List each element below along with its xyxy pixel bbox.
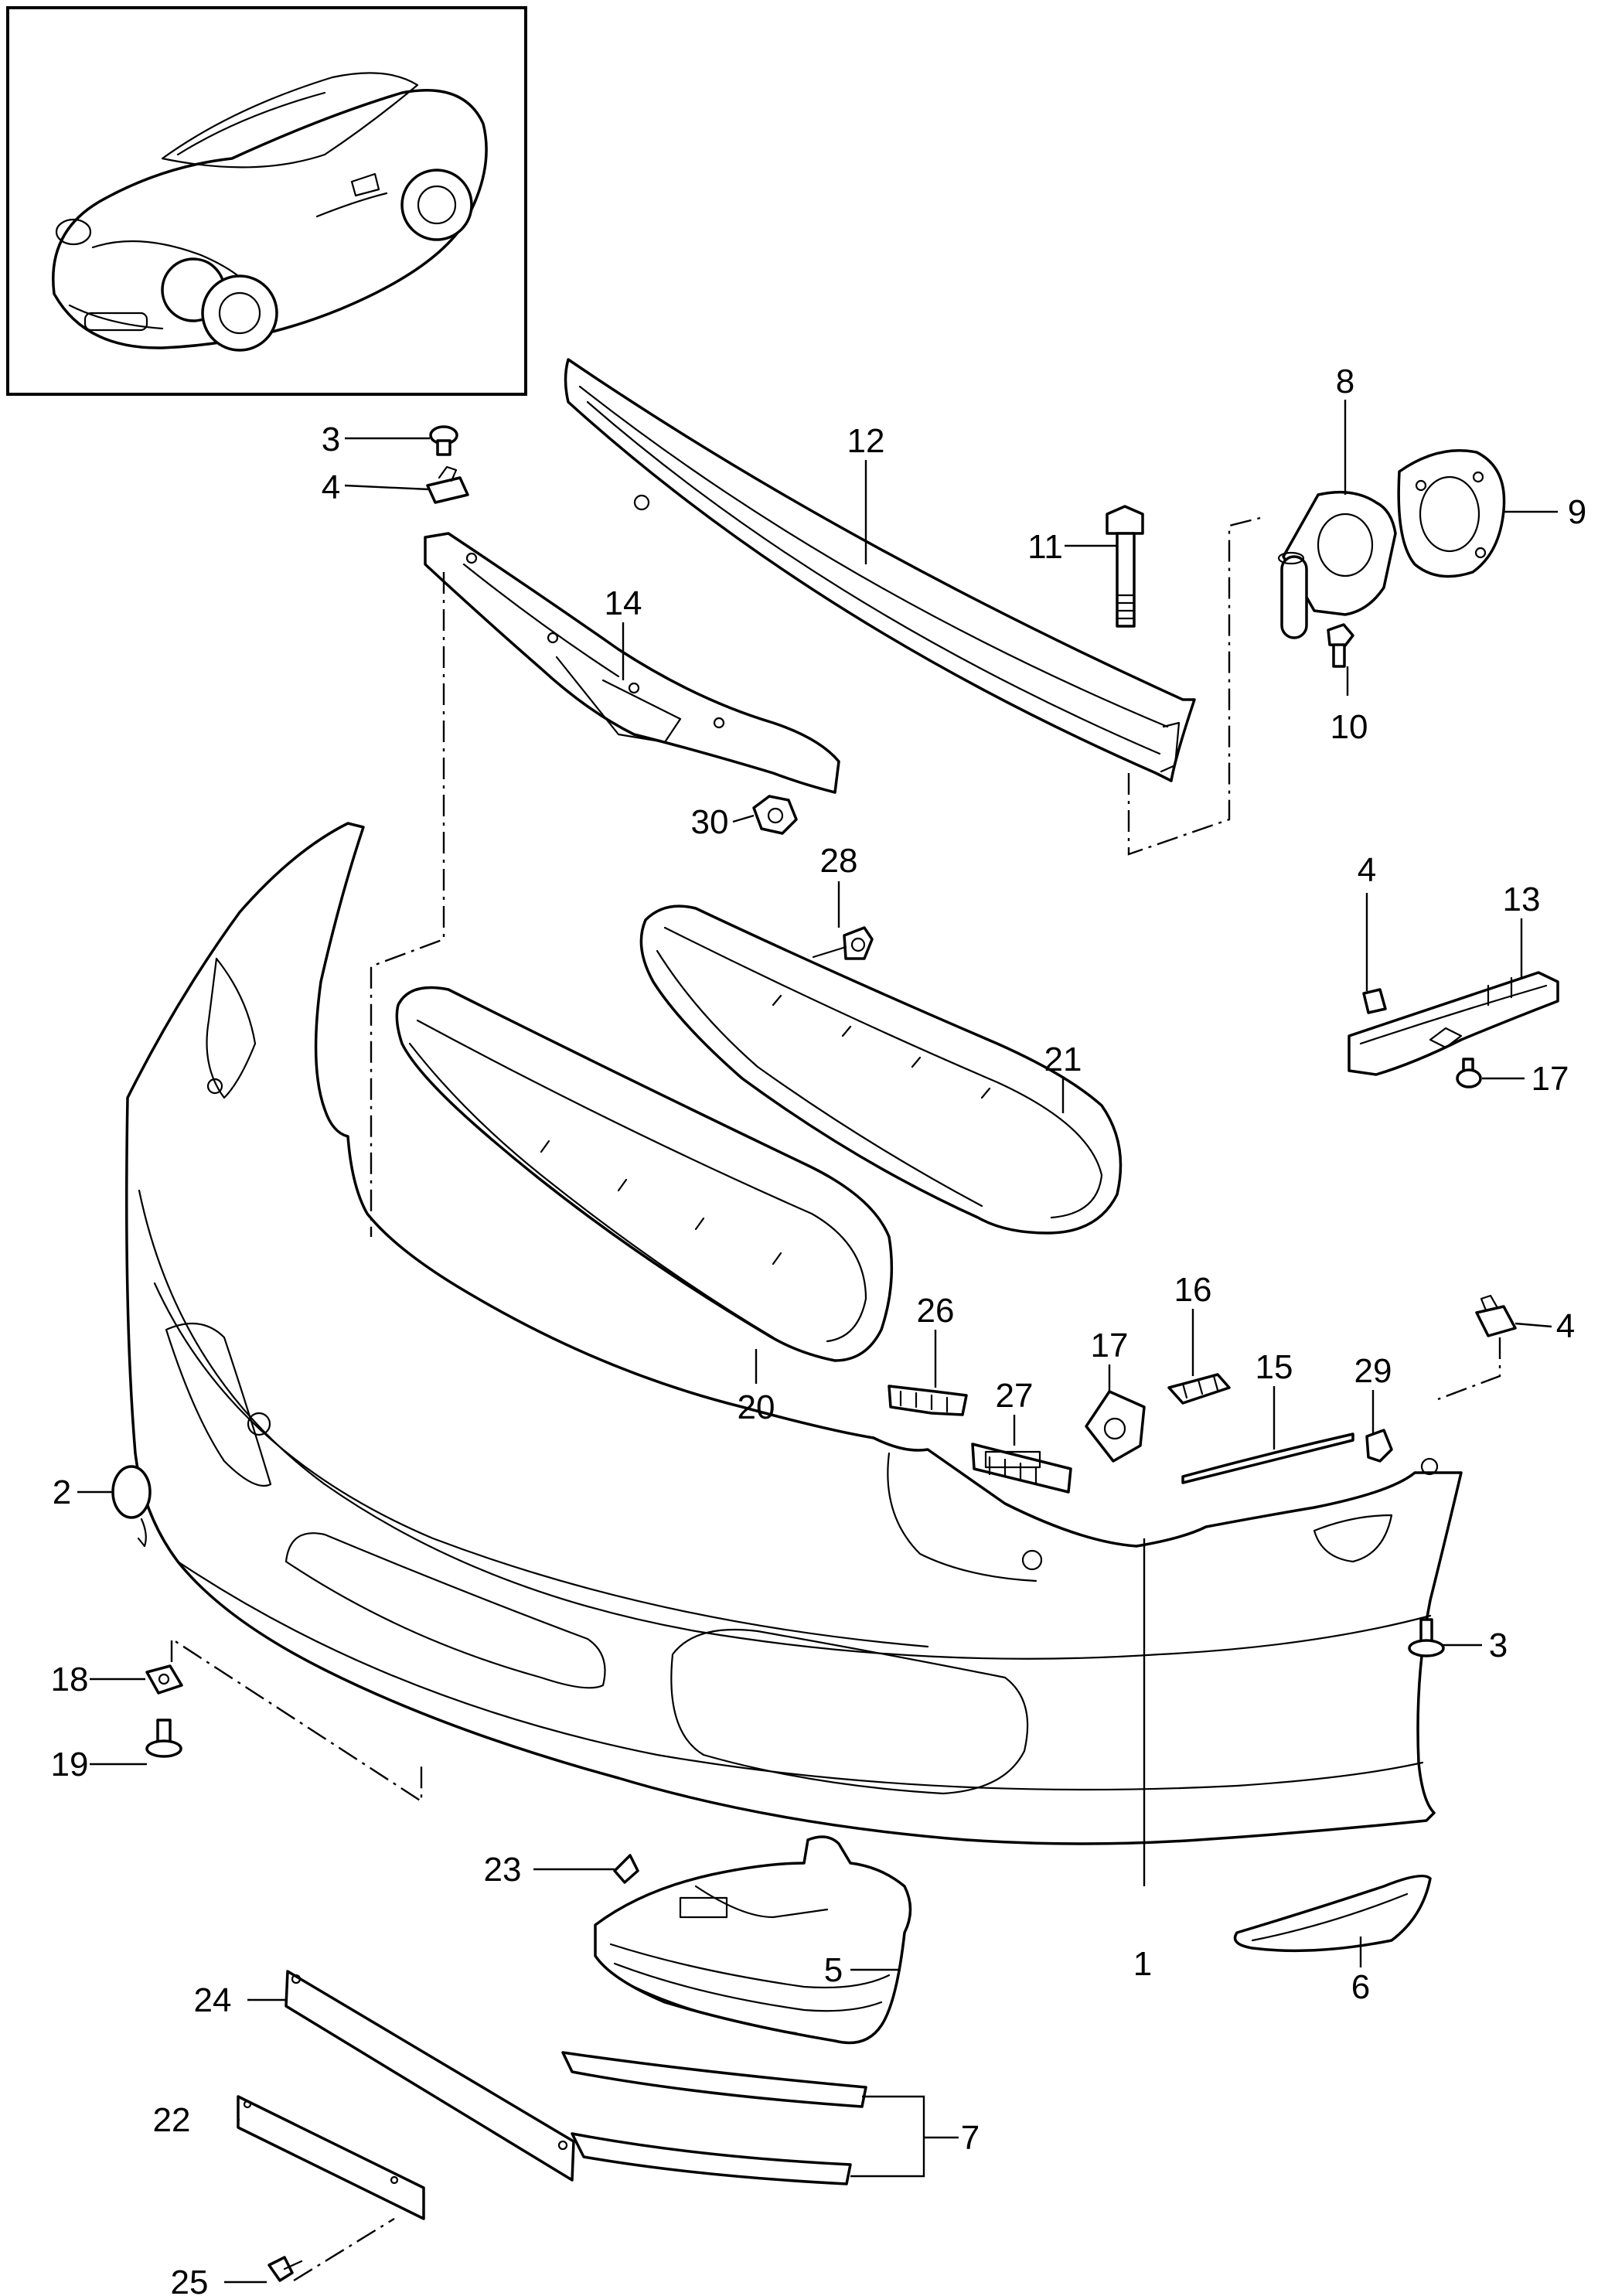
part-3-screw-right [1408,1618,1445,1657]
part-15-trim-strip [1181,1432,1354,1484]
callout-22: 22 [153,2101,191,2139]
part-22-plate [237,2095,425,2220]
callout-25: 25 [171,2264,209,2296]
part-4-clip-side [1362,988,1387,1014]
part-1-bumper-cover [125,822,1463,1845]
callout-16: 16 [1174,1271,1212,1309]
callout-23: 23 [484,1851,522,1889]
part-8-absorber [1277,490,1397,639]
callout-27: 27 [996,1377,1034,1415]
part-21-grille-frame [639,904,1123,1235]
part-7-trim-strips [561,2051,867,2185]
callout-9: 9 [1568,493,1586,531]
callout-4-top: 4 [322,468,340,506]
callout-17-mid: 17 [1091,1327,1129,1364]
part-30-nut [752,795,798,835]
part-17-nut-plate [1085,1390,1146,1463]
callout-17-right: 17 [1532,1060,1569,1098]
callout-8: 8 [1336,363,1354,400]
callout-5: 5 [824,1951,843,1989]
part-27-holder [971,1443,1072,1494]
leader-lines [77,400,1558,2284]
callout-11: 11 [1027,528,1063,566]
part-20-grille-frame [395,986,894,1362]
callout-12: 12 [847,422,885,460]
car-illustration [52,72,488,352]
callout-13: 13 [1503,881,1541,918]
callout-29: 29 [1354,1352,1392,1390]
part-6-spoiler [1233,1874,1432,1953]
part-28-pin [812,926,874,960]
callout-26: 26 [917,1292,955,1330]
part-4-clip-top [426,465,469,504]
callout-2: 2 [53,1473,71,1511]
part-18-nut-clip [145,1664,183,1695]
part-17-screw-right [1456,1058,1482,1088]
part-24-plate [285,1970,575,2182]
callout-6: 6 [1351,1968,1370,2006]
callout-4-side: 4 [1358,851,1376,889]
callout-24: 24 [194,1981,232,2019]
part-16-clip [1167,1373,1231,1405]
part-19-screw [145,1719,182,1758]
part-13-side-bracket [1348,971,1559,1076]
part-4-clip-right [1475,1294,1517,1337]
callout-3-top: 3 [322,421,340,458]
part-29-clip [1365,1429,1393,1463]
callout-3-right: 3 [1489,1627,1508,1664]
callout-4-right: 4 [1556,1307,1575,1345]
part-5-air-duct [594,1835,912,2045]
part-2-tow-cover [111,1465,152,1548]
callout-labels: 1 2 3 3 4 4 4 5 6 7 8 9 10 11 12 13 14 1… [51,363,1587,2296]
assembly-lines [170,516,1501,2282]
callout-14: 14 [605,584,642,622]
callout-19: 19 [51,1746,89,1783]
part-9-plate [1397,449,1506,578]
callout-10: 10 [1331,708,1368,746]
callout-28: 28 [820,842,858,880]
callout-20: 20 [738,1388,775,1426]
callout-21: 21 [1044,1041,1082,1078]
callout-7: 7 [961,2119,980,2157]
part-25-screw [267,2256,303,2282]
callout-15: 15 [1256,1348,1293,1386]
vehicle-inset [6,6,527,396]
part-3-screw-top [429,425,458,456]
part-12-crossmember [564,358,1196,782]
part-11-bolt [1106,505,1144,628]
callout-18: 18 [51,1661,89,1698]
part-10-screw [1327,623,1354,668]
part-26-clip [888,1385,968,1416]
callout-1: 1 [1133,1945,1152,1983]
callout-30: 30 [691,803,729,841]
part-14-bracket [424,532,840,794]
part-23-clip [613,1854,639,1884]
